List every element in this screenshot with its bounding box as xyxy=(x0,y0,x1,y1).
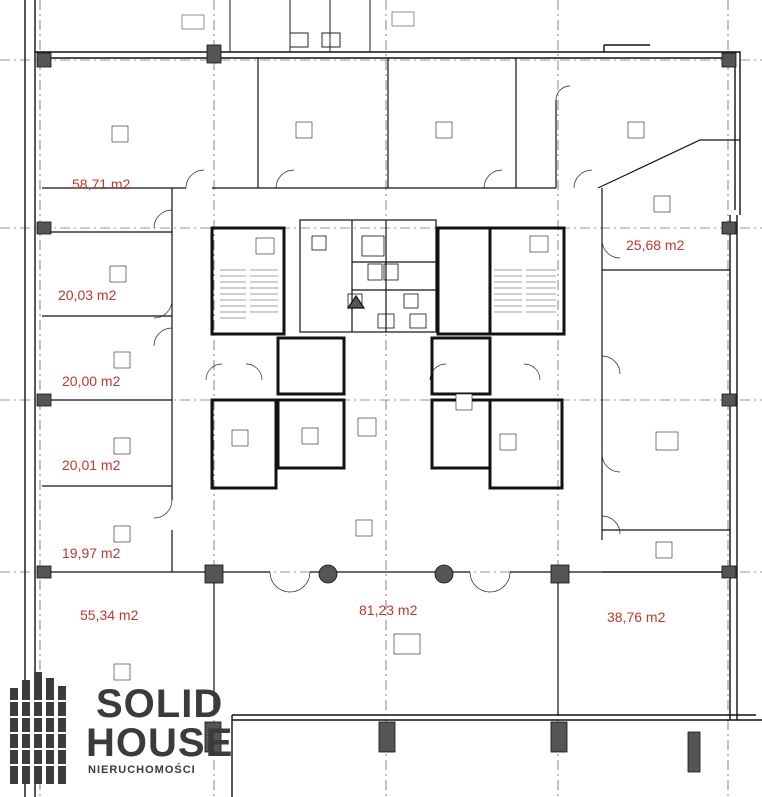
top-units xyxy=(181,0,415,52)
toilets xyxy=(299,219,437,333)
brand-line-2: HOUSE xyxy=(86,721,234,765)
columns xyxy=(36,44,737,773)
brand-line-1: SOLID xyxy=(96,682,224,726)
area-label-office-bottom-left: 55,34 m2 xyxy=(80,607,139,623)
area-label-office-4: 20,01 m2 xyxy=(62,457,121,473)
door-swings xyxy=(153,85,621,593)
room-tags xyxy=(109,121,679,681)
brand-tagline: NIERUCHOMOŚCI xyxy=(88,764,196,776)
outer-walls xyxy=(24,0,762,797)
area-label-office-top-left: 58,71 m2 xyxy=(72,176,131,192)
area-label-office-3: 20,00 m2 xyxy=(62,373,121,389)
area-label-hall: 81,23 m2 xyxy=(359,602,418,618)
stairs xyxy=(220,269,556,319)
area-label-office-right-top: 25,68 m2 xyxy=(626,237,685,253)
area-label-office-2: 20,03 m2 xyxy=(58,287,117,303)
area-label-office-bottom-right: 38,76 m2 xyxy=(607,609,666,625)
area-label-office-5: 19,97 m2 xyxy=(62,545,121,561)
office-partitions xyxy=(42,58,740,715)
logo-building-icon xyxy=(10,672,66,784)
